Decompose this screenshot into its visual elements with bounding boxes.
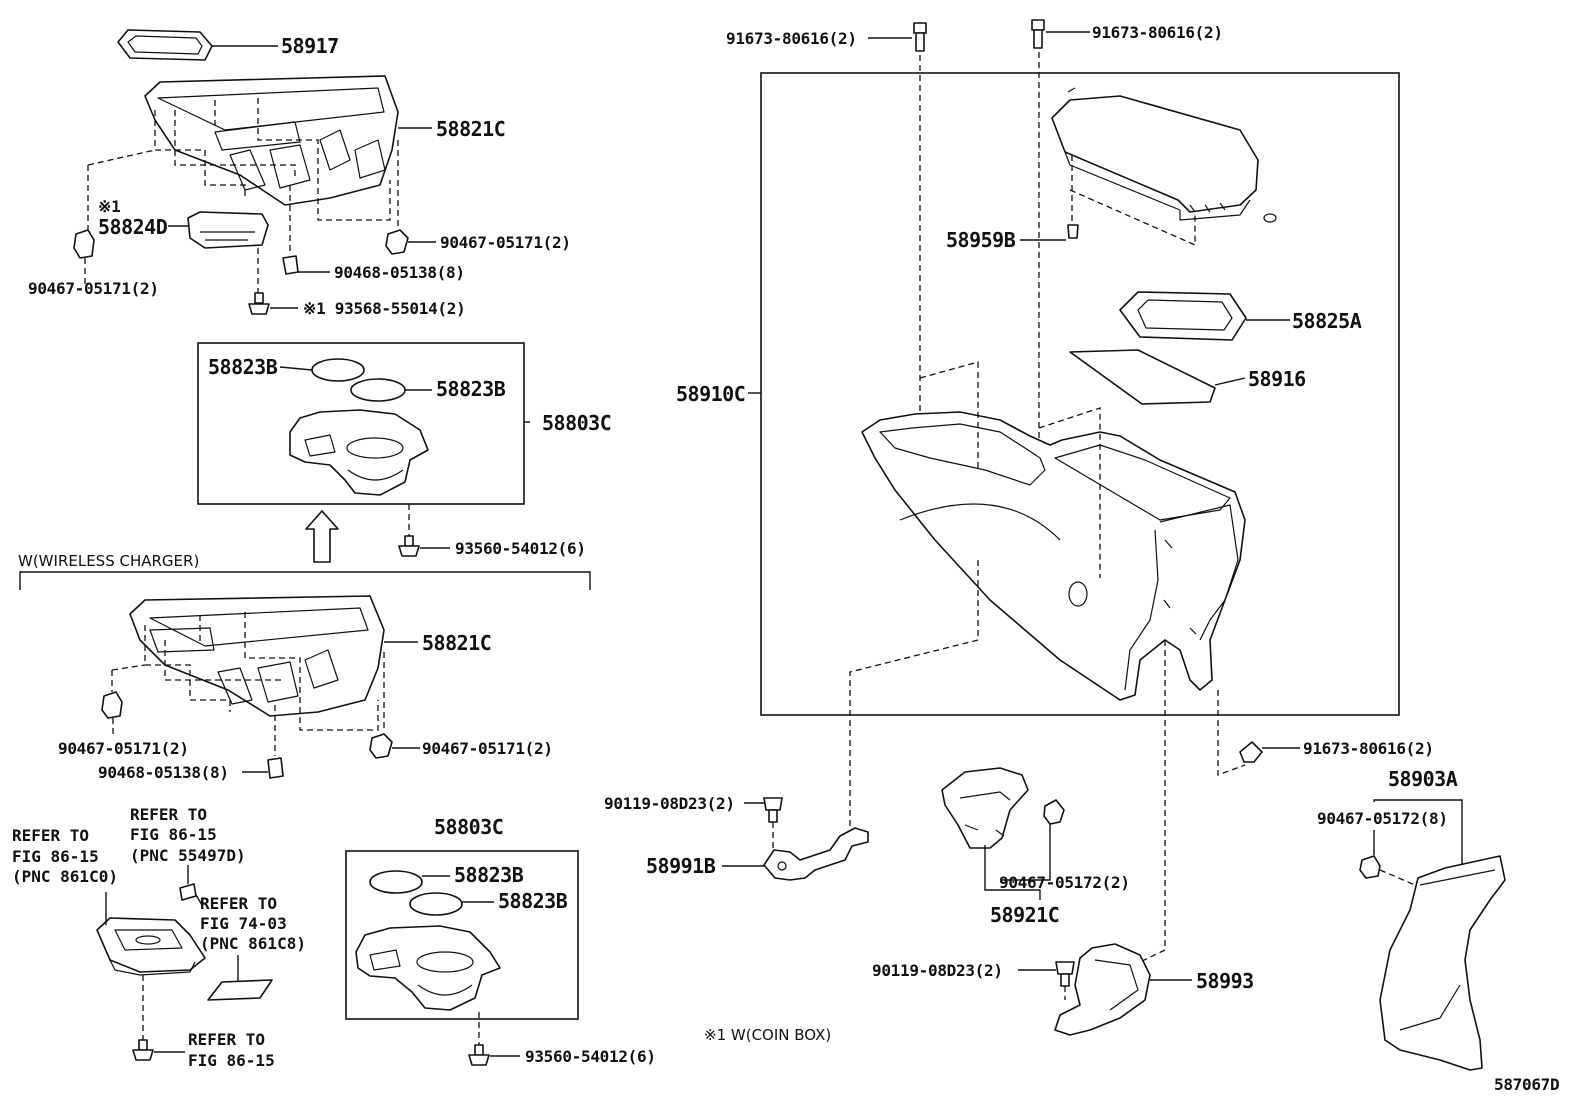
cup-holder-58803C-top — [289, 409, 429, 496]
refer-7403-line1: REFER TO — [200, 894, 277, 913]
refer-mid: REFER TO FIG 86-15 (PNC 55497D) — [130, 805, 246, 865]
clip-left-top — [73, 229, 95, 285]
refer-mid-line1: REFER TO — [130, 805, 207, 824]
refer-left-line1: REFER TO — [12, 826, 89, 845]
label-58993: 58993 — [1196, 969, 1254, 993]
cup-ring-bot-upper — [369, 870, 450, 894]
label-58916: 58916 — [1248, 367, 1306, 391]
label-90119-08D23-a: 90119-08D23(2) — [604, 794, 735, 813]
label-90467-05171-left-top: 90467-05171(2) — [28, 279, 159, 298]
label-58823B-d: 58823B — [498, 889, 568, 913]
refer-7403-line3: (PNC 861C8) — [200, 934, 306, 953]
label-58824D: 58824D — [98, 215, 168, 239]
figure-id: 587067D — [1494, 1075, 1559, 1094]
bolt-91673-a — [868, 22, 927, 460]
bracket-58903A — [1373, 799, 1463, 870]
console-panel-58821C-bottom — [129, 595, 418, 717]
box-58910C — [760, 72, 1400, 716]
clip-90467-05172-mid — [984, 799, 1065, 900]
clip-left-bot — [101, 691, 123, 736]
arrow-up — [305, 510, 339, 563]
label-90119-08D23-b: 90119-08D23(2) — [872, 961, 1003, 980]
screw-93560-bot — [468, 1012, 520, 1066]
refer-left-line2: FIG 86-15 — [12, 847, 99, 866]
coin-box-note: ※1 W(COIN BOX) — [704, 1026, 831, 1044]
label-58903A: 58903A — [1388, 767, 1458, 791]
label-90467-05172-right: 90467-05172(8) — [1317, 809, 1448, 828]
label-58803C-bot: 58803C — [434, 815, 503, 839]
console-body — [861, 411, 1246, 701]
label-58959B: 58959B — [946, 228, 1016, 252]
clip-90467-05172-right — [1359, 855, 1416, 886]
wireless-charger-module — [96, 892, 206, 976]
label-58823B-b: 58823B — [436, 377, 506, 401]
refer-mid-line3: (PNC 55497D) — [130, 846, 246, 865]
refer-7403: REFER TO FIG 74-03 (PNC 861C8) — [200, 894, 306, 953]
tray-58825A — [1119, 291, 1290, 341]
coin-box-mark: ※1 — [98, 197, 120, 216]
wireless-charger-label: W(WIRELESS CHARGER) — [18, 552, 199, 570]
label-58917: 58917 — [281, 34, 339, 58]
clip-90468-bot — [242, 757, 284, 779]
clip-right-top — [385, 229, 436, 255]
label-91673-80616-a: 91673-80616(2) — [726, 29, 857, 48]
bolt-90119-b — [1018, 961, 1075, 1000]
cup-ring-upper — [279, 358, 365, 382]
label-90468-05138-top: 90468-05138(8) — [334, 263, 465, 282]
refer-left: REFER TO FIG 86-15 (PNC 861C0) — [12, 826, 118, 886]
bolt-90119-a — [744, 797, 783, 848]
screw-93560-top — [398, 504, 450, 557]
label-58823B-c: 58823B — [454, 863, 524, 887]
refer-7403-line2: FIG 74-03 — [200, 914, 287, 933]
box-58803C-top — [197, 342, 525, 505]
label-93568-55014: ※1 93568-55014(2) — [303, 299, 465, 318]
cup-ring-bot-lower — [409, 892, 494, 916]
wireless-bracket — [19, 571, 591, 590]
cup-ring-lower — [350, 378, 432, 402]
refer-left-line3: (PNC 861C0) — [12, 867, 118, 886]
armrest-lid — [1051, 87, 1277, 223]
small-tab — [179, 865, 203, 906]
label-90468-05138-bot: 90468-05138(8) — [98, 763, 229, 782]
cup-holder-58803C-bot — [355, 925, 501, 1011]
refer-bottom-line2: FIG 86-15 — [188, 1051, 275, 1070]
side-panel-58903A — [1379, 855, 1506, 1071]
label-58910C: 58910C — [676, 382, 745, 406]
mat-58917 — [117, 29, 278, 61]
bracket-58991B — [722, 827, 869, 881]
cover-58921C — [941, 767, 1029, 849]
clip-right-bot — [369, 733, 420, 759]
label-58803C-top: 58803C — [542, 411, 611, 435]
label-58823B-a: 58823B — [208, 355, 278, 379]
label-93560-54012-bot: 93560-54012(6) — [525, 1047, 656, 1066]
clip-58959B — [1020, 155, 1079, 241]
label-91673-80616-c: 91673-80616(2) — [1303, 739, 1434, 758]
label-58821C-bottom: 58821C — [422, 631, 491, 655]
label-93560-54012-top: 93560-54012(6) — [455, 539, 586, 558]
screw-bottom-left — [132, 975, 185, 1061]
switch-58824D — [168, 211, 269, 249]
mat-58916 — [1069, 349, 1246, 405]
refer-bottom: REFER TO FIG 86-15 — [188, 1030, 275, 1070]
label-58991B: 58991B — [646, 854, 716, 878]
label-90467-05171-left-bot: 90467-05171(2) — [58, 739, 189, 758]
clip-90468-top — [282, 255, 330, 275]
bracket-58993 — [1054, 943, 1192, 1036]
label-90467-05171-right-bot: 90467-05171(2) — [422, 739, 553, 758]
box-58803C-bot — [345, 850, 579, 1020]
pad-sheet — [207, 955, 273, 1001]
screw-93568 — [248, 292, 298, 315]
label-58821C-top: 58821C — [436, 117, 505, 141]
bolt-91673-c — [1239, 741, 1300, 763]
label-90467-05171-right-top: 90467-05171(2) — [440, 233, 571, 252]
label-58921C: 58921C — [990, 903, 1059, 927]
refer-mid-line2: FIG 86-15 — [130, 825, 217, 844]
label-90467-05172-mid: 90467-05172(2) — [999, 873, 1130, 892]
label-58825A: 58825A — [1292, 309, 1362, 333]
refer-bottom-line1: REFER TO — [188, 1030, 265, 1049]
label-91673-80616-b: 91673-80616(2) — [1092, 23, 1223, 42]
